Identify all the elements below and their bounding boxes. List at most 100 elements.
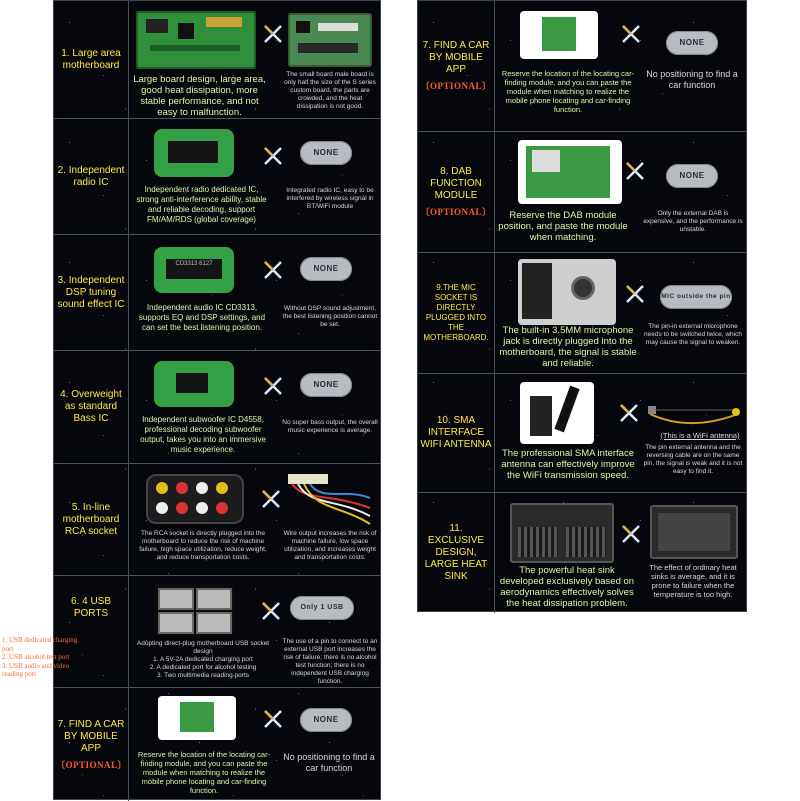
- usb-note-item: 1. USB dedicated charging port: [2, 636, 78, 653]
- good-description: Reserve the location of the locating car…: [501, 69, 635, 114]
- feature-label: 8. DAB FUNCTION MODULE 〔OPTIONAL〕: [420, 166, 492, 218]
- comparison-panel-right: 7. FIND A CAR BY MOBILE APP 〔OPTIONAL〕 N…: [417, 0, 747, 613]
- versus-x-icon: [262, 375, 284, 397]
- feature-row-sma-antenna: 10. SMA INTERFACE WIFI ANTENNA (This is …: [418, 373, 746, 492]
- feature-label-cell: 7. FIND A CAR BY MOBILE APP 〔OPTIONAL〕: [418, 1, 495, 131]
- gps-module-image: [158, 696, 236, 740]
- optional-tag: 〔OPTIONAL〕: [420, 207, 492, 217]
- small-board-image: [288, 13, 372, 67]
- feature-row-bass-ic: 4. Overweight as standard Bass IC NONE I…: [54, 350, 380, 463]
- bad-description: Integrated radio IC, easy to be interfer…: [286, 187, 374, 210]
- versus-x-icon: [260, 488, 282, 510]
- versus-x-icon: [620, 23, 642, 45]
- feature-label: 4. Overweight as standard Bass IC: [60, 389, 122, 424]
- feature-label-text: 7. FIND A CAR BY MOBILE APP: [57, 718, 125, 754]
- feature-label-cell: 7. FIND A CAR BY MOBILE APP 〔OPTIONAL〕: [54, 688, 129, 801]
- radio-ic-image: [154, 129, 234, 177]
- none-badge: NONE: [300, 257, 352, 281]
- bad-description: The pin-in external microphone needs to …: [644, 323, 742, 346]
- versus-x-icon: [620, 523, 642, 545]
- feature-row-mic-socket: 9.THE MIC SOCKET IS DIRECTLY PLUGGED INT…: [418, 252, 746, 373]
- usb-ports-image: [154, 584, 234, 636]
- feature-label: 2. Independent radio IC: [57, 164, 125, 188]
- bad-description: Only the external DAB is expensive, and …: [643, 210, 743, 233]
- rca-socket-image: [146, 474, 244, 524]
- feature-label: 10. SMA INTERFACE WIFI ANTENNA: [420, 415, 492, 450]
- versus-x-icon: [618, 402, 640, 424]
- bad-description: The pin external antenna and the reversi…: [643, 444, 743, 475]
- feature-row-usb-ports: 6. 4 USB PORTS Only 1 USB Adopting direc…: [54, 575, 380, 687]
- feature-label-cell: 5. In-line motherboard RCA socket: [54, 464, 129, 575]
- comparison-panel-left: 1. Large area motherboard Large board de…: [53, 0, 381, 801]
- only-one-usb-badge: Only 1 USB: [290, 596, 354, 620]
- feature-row-heat-sink: 11. EXCLUSIVE DESIGN, LARGE HEAT SINK Th…: [418, 492, 746, 613]
- wire-harness-image: [286, 472, 374, 528]
- wifi-antenna-caption: (This is a WiFi antenna): [660, 431, 740, 440]
- dsp-ic-image: CD3313 6127: [154, 247, 234, 293]
- feature-row-radio-ic: 2. Independent radio IC NONE Independent…: [54, 118, 380, 234]
- versus-x-icon: [624, 283, 646, 305]
- bad-description: Wire output increases the risk of machin…: [283, 530, 377, 561]
- usb-port-notes: 1. USB dedicated charging port 2. USB al…: [2, 636, 80, 679]
- good-description: Reserve the location of the locating car…: [137, 750, 271, 795]
- dab-module-image: [518, 140, 622, 204]
- bass-ic-image: [154, 361, 234, 407]
- good-description: Large board design, large area, good hea…: [133, 74, 266, 118]
- feature-label: 1. Large area motherboard: [61, 47, 121, 71]
- mic-outside-pin-badge: MIC outside the pin: [660, 285, 732, 309]
- none-badge: NONE: [300, 708, 352, 732]
- good-description: Adopting direct-plug motherboard USB soc…: [136, 640, 270, 679]
- gps-module-image: [520, 11, 598, 59]
- bad-description: Without DSP sound adjustment, the best l…: [282, 305, 378, 328]
- pin-antenna-cable-image: [646, 396, 742, 430]
- good-description: Independent subwoofer IC D4558, professi…: [140, 415, 266, 454]
- feature-row-find-car: 7. FIND A CAR BY MOBILE APP 〔OPTIONAL〕 N…: [54, 687, 380, 801]
- bad-description: The small board male board is only half …: [284, 71, 376, 110]
- none-badge: NONE: [300, 141, 352, 165]
- good-description: The built-in 3.5MM microphone jack is di…: [499, 325, 637, 369]
- usb-note-item: 3. USB audio and video reading port: [2, 661, 70, 679]
- ordinary-heat-sink-image: [650, 505, 738, 559]
- versus-x-icon: [262, 23, 284, 45]
- good-description: Independent audio IC CD3313, supports EQ…: [138, 303, 266, 332]
- optional-tag: 〔OPTIONAL〕: [420, 81, 492, 91]
- feature-label: 3. Independent DSP tuning sound effect I…: [57, 274, 125, 310]
- feature-label-text: 7. FIND A CAR BY MOBILE APP: [422, 40, 490, 75]
- feature-label: 9.THE MIC SOCKET IS DIRECTLY PLUGGED INT…: [423, 283, 489, 342]
- feature-label-cell: 4. Overweight as standard Bass IC: [54, 351, 129, 463]
- versus-x-icon: [262, 145, 284, 167]
- feature-label: 5. In-line motherboard RCA socket: [62, 501, 120, 537]
- feature-label-cell: 3. Independent DSP tuning sound effect I…: [54, 235, 129, 350]
- feature-label-cell: 8. DAB FUNCTION MODULE 〔OPTIONAL〕: [418, 132, 495, 252]
- feature-label-cell: 2. Independent radio IC: [54, 119, 129, 234]
- versus-x-icon: [262, 259, 284, 281]
- feature-row-rca-socket: 5. In-line motherboard RCA socket The R: [54, 463, 380, 575]
- versus-x-icon: [260, 600, 282, 622]
- none-badge: NONE: [666, 31, 718, 55]
- feature-row-dab-module: 8. DAB FUNCTION MODULE 〔OPTIONAL〕 NONE R…: [418, 131, 746, 252]
- feature-label-cell: 9.THE MIC SOCKET IS DIRECTLY PLUGGED INT…: [418, 253, 495, 373]
- feature-label-cell: 10. SMA INTERFACE WIFI ANTENNA: [418, 374, 495, 492]
- feature-row-large-motherboard: 1. Large area motherboard Large board de…: [54, 1, 380, 118]
- bad-description: The effect of ordinary heat sinks is ave…: [649, 563, 737, 599]
- none-badge: NONE: [300, 373, 352, 397]
- feature-label-cell: 1. Large area motherboard: [54, 1, 129, 118]
- heat-sink-image: [510, 503, 614, 563]
- bad-description: No positioning to find a car function: [646, 69, 738, 90]
- feature-label: 11. EXCLUSIVE DESIGN, LARGE HEAT SINK: [424, 523, 488, 582]
- good-description: The professional SMA interface antenna c…: [501, 448, 635, 481]
- usb-note-item: 2. USB alcohol test port: [2, 653, 70, 661]
- good-description: Independent radio dedicated IC, strong a…: [136, 185, 267, 224]
- feature-label: 6. 4 USB PORTS: [70, 596, 112, 619]
- feature-label-cell: 6. 4 USB PORTS: [54, 576, 129, 687]
- good-description: Reserve the DAB module position, and pas…: [498, 210, 628, 243]
- feature-label-text: 8. DAB FUNCTION MODULE: [430, 166, 482, 201]
- bad-description: No super bass output, the overall music …: [282, 419, 378, 434]
- feature-label-cell: 11. EXCLUSIVE DESIGN, LARGE HEAT SINK: [418, 493, 495, 613]
- good-description: The powerful heat sink developed exclusi…: [499, 565, 635, 609]
- mic-socket-image: [518, 259, 616, 325]
- versus-x-icon: [262, 708, 284, 730]
- feature-label: 7. FIND A CAR BY MOBILE APP 〔OPTIONAL〕: [56, 718, 127, 771]
- motherboard-image: [136, 11, 256, 69]
- feature-row-dsp-ic: 3. Independent DSP tuning sound effect I…: [54, 234, 380, 350]
